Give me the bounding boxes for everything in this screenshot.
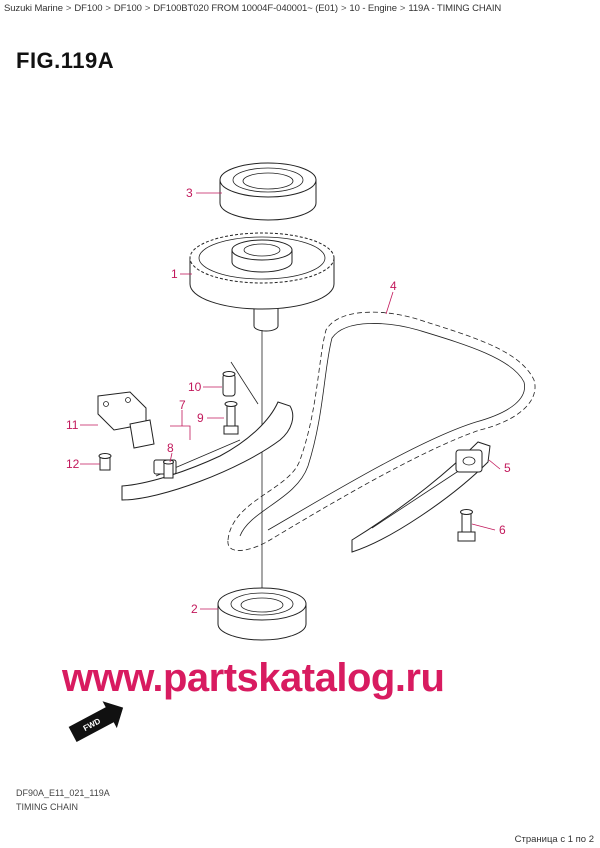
part-8-pin[interactable] <box>163 459 174 479</box>
watermark: www.partskatalog.ru <box>62 656 445 700</box>
callout-6[interactable]: 6 <box>499 523 506 537</box>
breadcrumb-separator: > <box>65 3 72 14</box>
diagram-caption: TIMING CHAIN <box>16 802 78 812</box>
callout-8[interactable]: 8 <box>167 441 174 455</box>
breadcrumb-link-df100-model[interactable]: DF100 <box>113 3 142 14</box>
part-7-chain-guide[interactable] <box>121 401 294 501</box>
part-12-bolt[interactable] <box>98 453 112 471</box>
callout-5[interactable]: 5 <box>504 461 511 475</box>
callout-10[interactable]: 10 <box>188 380 202 394</box>
part-10-dowel[interactable] <box>222 361 259 405</box>
callout-11[interactable]: 11 <box>66 418 79 432</box>
callout-3[interactable]: 3 <box>186 186 193 200</box>
part-3-bearing[interactable] <box>219 162 317 221</box>
breadcrumb-link-suzuki-marine[interactable]: Suzuki Marine <box>4 3 63 14</box>
callout-2[interactable]: 2 <box>191 602 198 616</box>
part-6-bolt[interactable] <box>457 509 476 542</box>
callout-1[interactable]: 1 <box>171 267 178 281</box>
callout-12[interactable]: 12 <box>66 457 80 471</box>
part-1-gear[interactable] <box>189 232 335 332</box>
breadcrumb-link-engine[interactable]: 10 - Engine <box>349 3 397 14</box>
breadcrumb-current: 119A - TIMING CHAIN <box>408 3 502 14</box>
figure-title: FIG.119A <box>16 48 115 73</box>
breadcrumb-separator: > <box>340 3 347 14</box>
callout-9[interactable]: 9 <box>197 411 204 425</box>
breadcrumb-link-serial-range[interactable]: DF100BT020 FROM 10004F-040001~ (E01) <box>153 3 338 14</box>
page-counter: Страница с 1 по 2 <box>514 834 594 845</box>
part-11-tensioner[interactable] <box>97 391 155 449</box>
fwd-arrow-icon: FWD <box>68 701 124 742</box>
diagram-code: DF90A_E11_021_119A <box>16 788 110 798</box>
part-5-chain-guide[interactable] <box>351 441 491 553</box>
breadcrumb-separator: > <box>105 3 111 14</box>
callout-7[interactable]: 7 <box>179 398 186 412</box>
part-9-bolt[interactable] <box>223 401 239 435</box>
breadcrumb: Suzuki Marine>DF100>DF100>DF100BT020 FRO… <box>4 3 501 14</box>
part-4-timing-chain[interactable] <box>227 311 536 551</box>
part-2-bearing[interactable] <box>217 587 307 641</box>
breadcrumb-link-df100[interactable]: DF100 <box>74 3 103 14</box>
breadcrumb-separator: > <box>399 3 406 14</box>
breadcrumb-separator: > <box>144 3 151 14</box>
callout-4[interactable]: 4 <box>390 279 397 293</box>
callout-leaders <box>80 192 501 610</box>
